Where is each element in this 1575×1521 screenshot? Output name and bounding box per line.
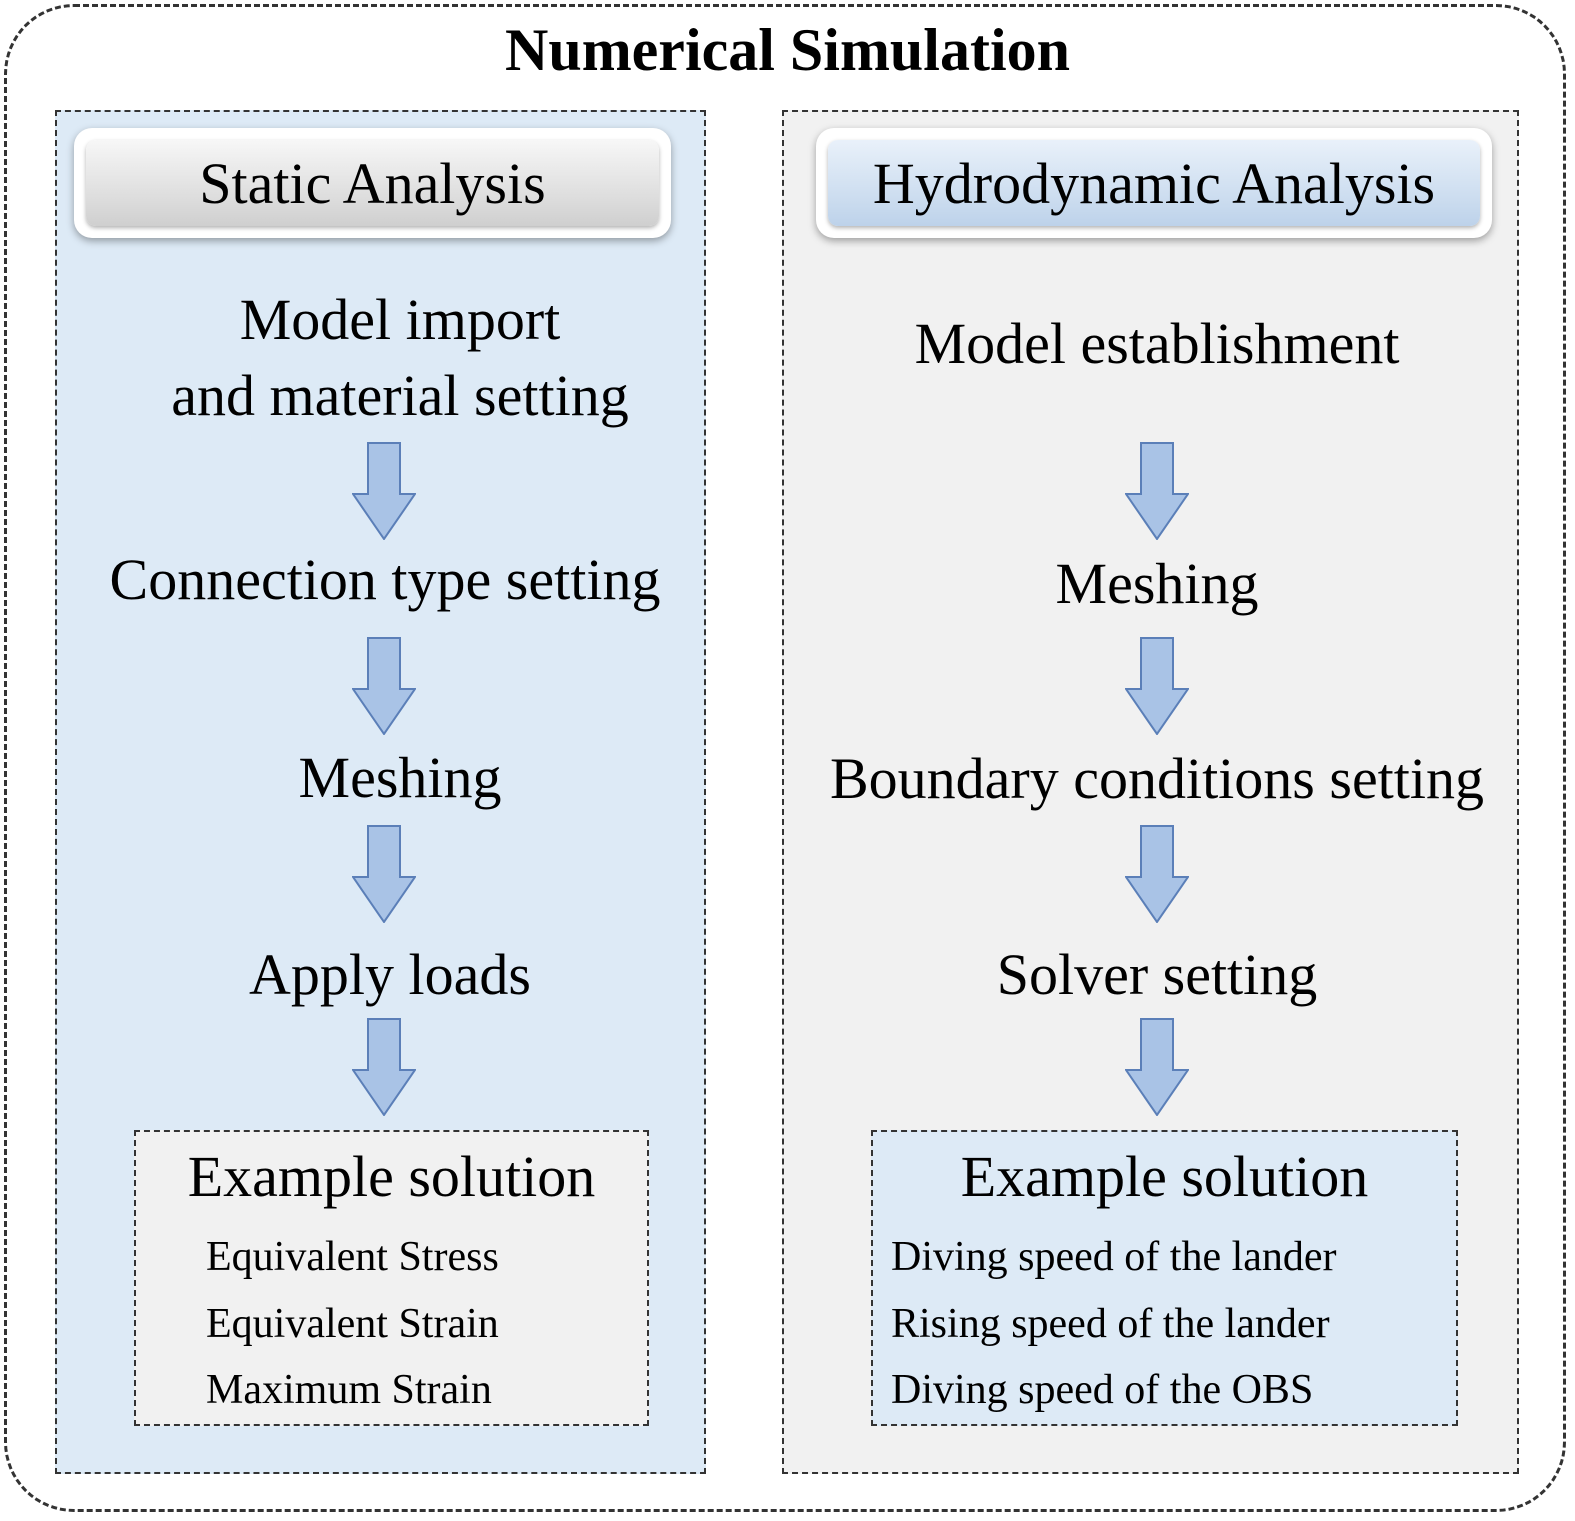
static-step-connection-type: Connection type setting (109, 547, 661, 612)
hydro-arrow-down-icon (1125, 825, 1189, 923)
hydro-example-solution-title: Example solution (960, 1144, 1369, 1209)
hydro-arrow-down-icon (1125, 637, 1189, 735)
static-step-material-setting: and material setting (171, 363, 629, 428)
static-solution-item: Equivalent Strain (206, 1301, 499, 1347)
hydro-step-model-establishment: Model establishment (914, 311, 1400, 376)
hydrodynamic-analysis-header-label: Hydrodynamic Analysis (828, 140, 1480, 226)
static-arrow-down-icon (352, 1018, 416, 1116)
hydro-solution-item: Diving speed of the lander (891, 1234, 1337, 1280)
static-example-solution-title: Example solution (187, 1144, 596, 1209)
hydro-arrow-down-icon (1125, 1018, 1189, 1116)
static-example-solution-box: Example solution Equivalent Stress Equiv… (134, 1130, 649, 1426)
hydro-arrow-down-icon (1125, 442, 1189, 540)
hydro-example-solution-box: Example solution Diving speed of the lan… (871, 1130, 1458, 1426)
hydro-step-meshing: Meshing (1055, 551, 1259, 616)
static-step-model-import: Model import (239, 287, 561, 352)
outer-dashed-frame (4, 4, 1566, 1512)
hydro-step-boundary-conditions: Boundary conditions setting (829, 746, 1485, 811)
static-step-apply-loads: Apply loads (249, 942, 531, 1007)
static-solution-item: Equivalent Stress (206, 1234, 499, 1280)
static-arrow-down-icon (352, 825, 416, 923)
static-solution-item: Maximum Strain (206, 1367, 492, 1413)
hydro-solution-item: Rising speed of the lander (891, 1301, 1330, 1347)
static-step-meshing: Meshing (298, 745, 502, 810)
hydro-step-solver-setting: Solver setting (996, 942, 1318, 1007)
diagram-title: Numerical Simulation (505, 17, 1070, 83)
static-arrow-down-icon (352, 637, 416, 735)
static-arrow-down-icon (352, 442, 416, 540)
static-analysis-header: Static Analysis (74, 128, 671, 238)
hydrodynamic-analysis-header: Hydrodynamic Analysis (816, 128, 1492, 238)
static-analysis-header-label: Static Analysis (86, 140, 659, 226)
hydro-solution-item: Diving speed of the OBS (891, 1367, 1314, 1413)
